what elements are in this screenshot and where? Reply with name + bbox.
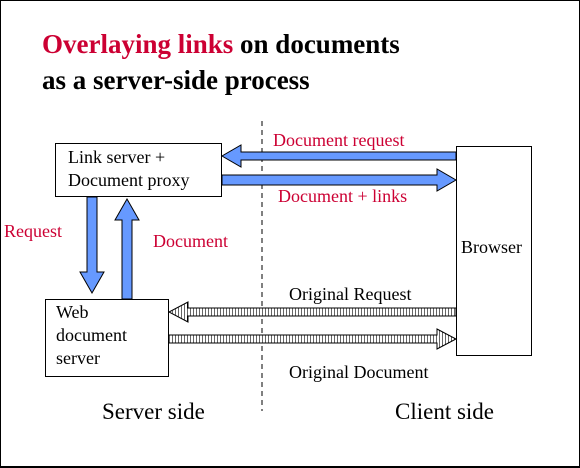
browser-label: Browser <box>461 237 522 257</box>
document-request-label: Document request <box>273 130 405 150</box>
document-links-label: Document + links <box>278 186 408 206</box>
request-arrow <box>79 196 105 295</box>
browser-box: Browser <box>456 146 532 356</box>
link-server-label-line-1: Link server + <box>68 147 166 167</box>
original-request-arrow <box>167 301 457 323</box>
document-return-arrow <box>114 197 140 300</box>
original-document-arrow <box>168 328 458 350</box>
request-label: Request <box>4 221 62 241</box>
client-side-label: Client side <box>395 399 495 424</box>
web-server-label-line-2: document <box>56 325 127 345</box>
link-server-label-line-2: Document proxy <box>68 170 190 190</box>
link-server-box: Link server + Document proxy <box>55 143 222 197</box>
document-label: Document <box>153 231 228 251</box>
web-server-label-line-1: Web <box>56 302 89 322</box>
original-document-label: Original Document <box>289 362 429 382</box>
title-highlight: Overlaying links <box>42 29 234 59</box>
web-server-box: Web document server <box>45 299 169 377</box>
title-line-2: as a server-side process <box>42 65 310 95</box>
document-links-arrow <box>221 168 457 192</box>
server-side-label: Server side <box>102 399 205 424</box>
document-request-arrow <box>221 144 457 168</box>
title-line-1: Overlaying links on documents <box>42 31 400 58</box>
original-request-label: Original Request <box>289 284 412 304</box>
web-server-label-line-3: server <box>56 348 100 368</box>
title-line-1-rest: on documents <box>233 29 400 59</box>
